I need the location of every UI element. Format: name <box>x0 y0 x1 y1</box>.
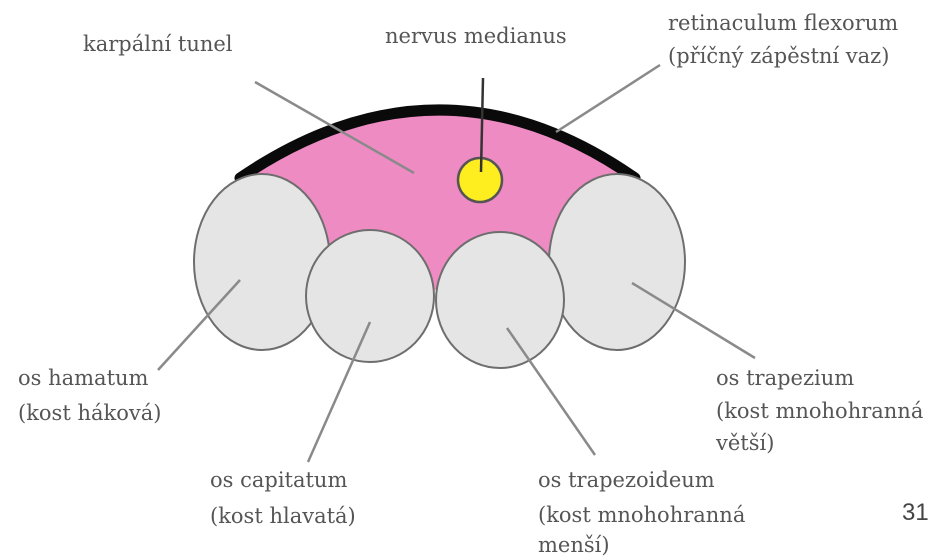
label-carpal-tunnel: karpální tunel <box>83 32 233 56</box>
label-nervus-medianus: nervus medianus <box>385 24 567 48</box>
label-os-trapezium-line1: os trapezium <box>716 366 854 390</box>
slide-number: 31 <box>902 499 929 526</box>
os-trapezoideum-bone <box>436 232 564 368</box>
os-capitatum-bone <box>306 230 434 362</box>
label-retinaculum-line2: (příčný zápěstní vaz) <box>668 44 889 68</box>
label-retinaculum-line1: retinaculum flexorum <box>668 11 898 35</box>
label-os-hamatum-line2: (kost háková) <box>18 401 161 425</box>
leader-os-trapezoideum <box>507 328 595 455</box>
label-os-capitatum-line1: os capitatum <box>210 468 347 492</box>
os-trapezium-bone <box>549 174 685 350</box>
os-hamatum-bone <box>194 174 330 350</box>
label-os-trapezium-line3: větší) <box>715 431 774 455</box>
label-os-hamatum-line1: os hamatum <box>18 366 149 390</box>
label-os-trapezoideum-line2: (kost mnohohranná <box>538 503 745 527</box>
label-os-trapezoideum-line1: os trapezoideum <box>538 468 715 492</box>
label-os-trapezoideum-line3: menší) <box>538 533 610 557</box>
label-os-trapezium-line2: (kost mnohohranná <box>716 399 923 423</box>
leader-retinaculum <box>556 65 660 132</box>
label-os-capitatum-line2: (kost hlavatá) <box>210 504 356 528</box>
